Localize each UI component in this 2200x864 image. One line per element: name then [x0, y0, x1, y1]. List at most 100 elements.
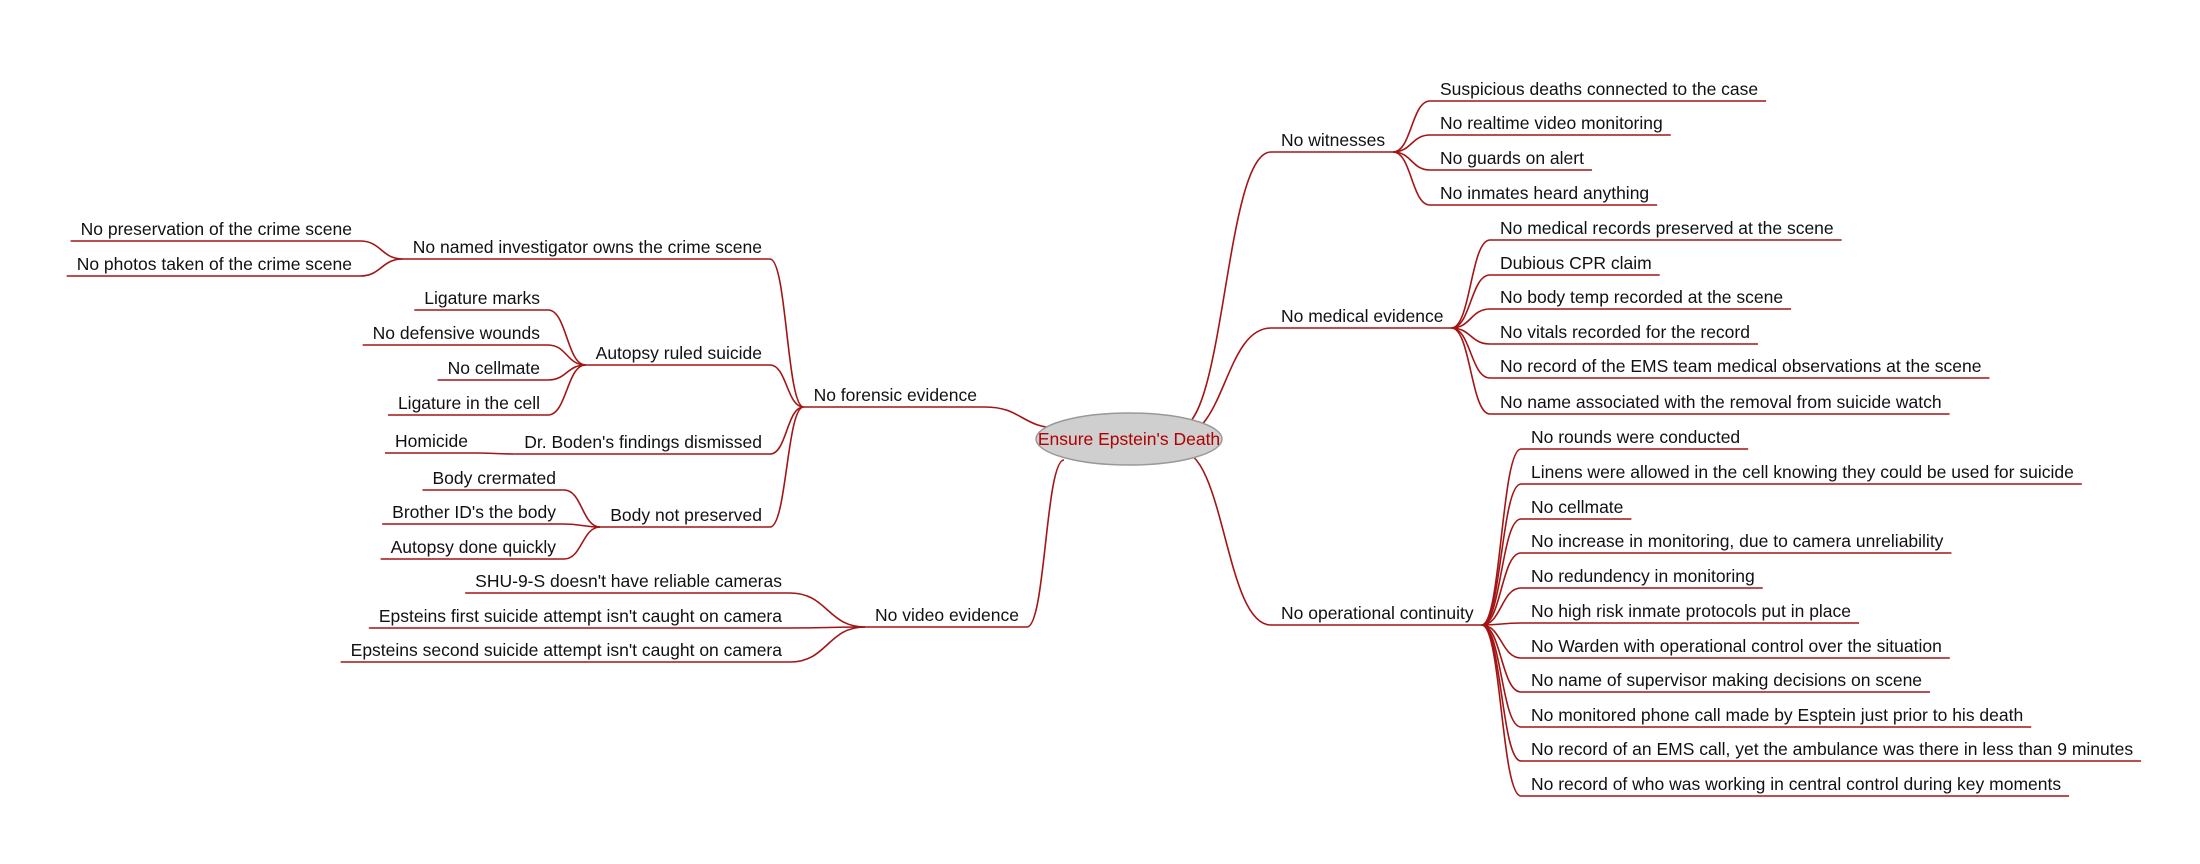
leaf-ligature-in-the-cell-label: Ligature in the cell — [398, 393, 540, 413]
leaf-no-name-associated-with-the-removal-from-label: No name associated with the removal from… — [1500, 392, 1942, 412]
leaf-no-record-of-the-ems-team-medical-observ-label: No record of the EMS team medical observ… — [1500, 356, 1982, 376]
leaf-no-preservation-of-the-crime-scene[interactable]: No preservation of the crime scene — [70, 219, 360, 242]
leaf-no-monitored-phone-call-made-by-esptein-[interactable]: No monitored phone call made by Esptein … — [1521, 705, 2032, 728]
leaf-no-high-risk-inmate-protocols-put-in-pla[interactable]: No high risk inmate protocols put in pla… — [1521, 601, 1860, 624]
link-no-preservation-of-the-crime-scene-0 — [359, 240, 403, 260]
link-autopsy-done-quickly-3 — [563, 526, 601, 560]
leaf-epsteins-first-suicide-attempt-isn-t-cau[interactable]: Epsteins first suicide attempt isn't cau… — [368, 606, 790, 629]
sub-no-named-investigator-owns-the-crime-sce[interactable]: No named investigator owns the crime sce… — [402, 237, 770, 260]
link-no-name-associated-with-the-removal-from — [1451, 327, 1491, 415]
leaf-no-inmates-heard-anything[interactable]: No inmates heard anything — [1430, 183, 1658, 206]
leaf-suspicious-deaths-connected-to-the-case[interactable]: Suspicious deaths connected to the case — [1430, 79, 1767, 102]
leaf-no-name-of-supervisor-making-decisions-o[interactable]: No name of supervisor making decisions o… — [1521, 670, 1931, 693]
link-body-not-preserved — [769, 406, 804, 528]
link-epsteins-second-suicide-attempt-isn-t-ca — [789, 626, 866, 663]
leaf-no-record-of-an-ems-call-yet-the-ambulan[interactable]: No record of an EMS call, yet the ambula… — [1521, 739, 2142, 762]
leaf-homicide-label: Homicide — [395, 431, 468, 451]
branch-no-forensic-evidence-label: No forensic evidence — [814, 385, 977, 405]
leaf-no-cellmate-label: No cellmate — [1531, 497, 1623, 517]
leaf-no-medical-records-preserved-at-the-scen-label: No medical records preserved at the scen… — [1500, 218, 1834, 238]
leaf-no-increase-in-monitoring-due-to-camera-[interactable]: No increase in monitoring, due to camera… — [1521, 531, 1952, 554]
leaf-no-record-of-the-ems-team-medical-observ[interactable]: No record of the EMS team medical observ… — [1490, 356, 1990, 379]
branch-no-witnesses-label: No witnesses — [1281, 130, 1385, 150]
link-no-record-of-an-ems-call-yet-the-ambulan — [1481, 624, 1522, 762]
link-no-realtime-video-monitoring — [1393, 134, 1431, 153]
link-root-no-operational-continuity — [1178, 449, 1272, 626]
branch-no-forensic-evidence[interactable]: No forensic evidence — [803, 385, 985, 408]
sub-body-not-preserved[interactable]: Body not preserved — [600, 505, 770, 528]
leaf-no-vitals-recorded-for-the-record[interactable]: No vitals recorded for the record — [1490, 322, 1758, 345]
leaf-no-warden-with-operational-control-over-[interactable]: No Warden with operational control over … — [1521, 636, 1950, 659]
leaf-no-redundency-in-monitoring-label: No redundency in monitoring — [1531, 566, 1755, 586]
sub-dr-boden-s-findings-dismissed-label: Dr. Boden's findings dismissed — [524, 432, 762, 452]
leaf-no-increase-in-monitoring-due-to-camera--label: No increase in monitoring, due to camera… — [1531, 531, 1944, 551]
leaf-homicide[interactable]: Homicide — [385, 431, 476, 454]
leaf-no-photos-taken-of-the-crime-scene[interactable]: No photos taken of the crime scene — [66, 254, 360, 277]
link-root-no-witnesses — [1178, 151, 1272, 429]
leaf-no-photos-taken-of-the-crime-scene-label: No photos taken of the crime scene — [77, 254, 352, 274]
branch-no-video-evidence-label: No video evidence — [875, 605, 1019, 625]
link-ligature-marks-1 — [547, 309, 586, 366]
branch-no-operational-continuity-label: No operational continuity — [1281, 603, 1474, 623]
link-no-body-temp-recorded-at-the-scene — [1451, 308, 1491, 329]
leaf-suspicious-deaths-connected-to-the-case-label: Suspicious deaths connected to the case — [1440, 79, 1758, 99]
leaf-body-crermated[interactable]: Body crermated — [422, 468, 564, 491]
branch-no-video-evidence[interactable]: No video evidence — [865, 605, 1027, 628]
leaf-no-cellmate[interactable]: No cellmate — [437, 358, 548, 381]
leaf-autopsy-done-quickly-label: Autopsy done quickly — [391, 537, 557, 557]
leaf-no-body-temp-recorded-at-the-scene[interactable]: No body temp recorded at the scene — [1490, 287, 1792, 310]
link-dr-boden-s-findings-dismissed — [769, 406, 804, 455]
branch-no-medical-evidence[interactable]: No medical evidence — [1271, 306, 1452, 329]
leaf-dubious-cpr-claim-label: Dubious CPR claim — [1500, 253, 1652, 273]
leaf-no-realtime-video-monitoring[interactable]: No realtime video monitoring — [1430, 113, 1671, 136]
leaf-no-cellmate[interactable]: No cellmate — [1521, 497, 1632, 520]
leaf-no-name-associated-with-the-removal-from[interactable]: No name associated with the removal from… — [1490, 392, 1950, 415]
link-suspicious-deaths-connected-to-the-case — [1392, 100, 1431, 153]
leaf-body-crermated-label: Body crermated — [432, 468, 556, 488]
leaf-no-realtime-video-monitoring-label: No realtime video monitoring — [1440, 113, 1663, 133]
leaf-dubious-cpr-claim[interactable]: Dubious CPR claim — [1490, 253, 1660, 276]
leaf-autopsy-done-quickly[interactable]: Autopsy done quickly — [380, 537, 564, 560]
leaf-no-record-of-who-was-working-in-central-[interactable]: No record of who was working in central … — [1521, 774, 2070, 797]
link-no-rounds-were-conducted — [1481, 448, 1522, 626]
sub-autopsy-ruled-suicide[interactable]: Autopsy ruled suicide — [585, 343, 770, 366]
leaf-no-defensive-wounds[interactable]: No defensive wounds — [362, 323, 548, 346]
root-label: Ensure Epstein's Death — [1038, 429, 1220, 449]
leaf-no-record-of-who-was-working-in-central--label: No record of who was working in central … — [1531, 774, 2061, 794]
link-no-photos-taken-of-the-crime-scene-0 — [359, 258, 403, 277]
leaf-no-monitored-phone-call-made-by-esptein--label: No monitored phone call made by Esptein … — [1531, 705, 2023, 725]
branch-no-operational-continuity[interactable]: No operational continuity — [1271, 603, 1482, 626]
leaf-ligature-marks[interactable]: Ligature marks — [414, 288, 548, 311]
link-root-no-video-evidence — [1026, 459, 1065, 628]
topic-nodes: No witnesses Suspicious deaths connected … — [66, 79, 2142, 797]
link-no-named-investigator-owns-the-crime-sce — [769, 258, 804, 408]
leaf-ligature-in-the-cell[interactable]: Ligature in the cell — [387, 393, 548, 416]
leaf-epsteins-second-suicide-attempt-isn-t-ca[interactable]: Epsteins second suicide attempt isn't ca… — [340, 640, 790, 663]
leaf-brother-id-s-the-body[interactable]: Brother ID's the body — [382, 502, 564, 525]
branch-no-witnesses[interactable]: No witnesses — [1271, 130, 1394, 153]
leaf-linens-were-allowed-in-the-cell-knowing-[interactable]: Linens were allowed in the cell knowing … — [1521, 462, 2082, 485]
leaf-no-name-of-supervisor-making-decisions-o-label: No name of supervisor making decisions o… — [1531, 670, 1922, 690]
sub-dr-boden-s-findings-dismissed[interactable]: Dr. Boden's findings dismissed — [514, 432, 770, 455]
leaf-shu-9-s-doesn-t-have-reliable-cameras-label: SHU-9-S doesn't have reliable cameras — [475, 571, 782, 591]
sub-body-not-preserved-label: Body not preserved — [610, 505, 762, 525]
link-no-medical-records-preserved-at-the-scen — [1451, 239, 1491, 329]
leaf-no-record-of-an-ems-call-yet-the-ambulan-label: No record of an EMS call, yet the ambula… — [1531, 739, 2133, 759]
link-linens-were-allowed-in-the-cell-knowing- — [1481, 483, 1522, 626]
sub-no-named-investigator-owns-the-crime-sce-label: No named investigator owns the crime sce… — [413, 237, 762, 257]
leaf-no-guards-on-alert[interactable]: No guards on alert — [1430, 148, 1592, 171]
leaf-shu-9-s-doesn-t-have-reliable-cameras[interactable]: SHU-9-S doesn't have reliable cameras — [465, 571, 790, 594]
sub-autopsy-ruled-suicide-label: Autopsy ruled suicide — [596, 343, 762, 363]
root-node[interactable]: Ensure Epstein's Death — [1035, 412, 1223, 466]
leaf-no-cellmate-label: No cellmate — [448, 358, 540, 378]
leaf-no-preservation-of-the-crime-scene-label: No preservation of the crime scene — [81, 219, 352, 239]
link-homicide-2 — [475, 452, 515, 455]
link-no-record-of-who-was-working-in-central- — [1481, 624, 1522, 797]
leaf-no-medical-records-preserved-at-the-scen[interactable]: No medical records preserved at the scen… — [1490, 218, 1842, 241]
leaf-no-rounds-were-conducted[interactable]: No rounds were conducted — [1521, 427, 1749, 450]
leaf-no-defensive-wounds-label: No defensive wounds — [373, 323, 541, 343]
leaf-no-redundency-in-monitoring[interactable]: No redundency in monitoring — [1521, 566, 1763, 589]
link-no-cellmate — [1481, 518, 1522, 626]
root-ellipse — [1035, 412, 1223, 466]
